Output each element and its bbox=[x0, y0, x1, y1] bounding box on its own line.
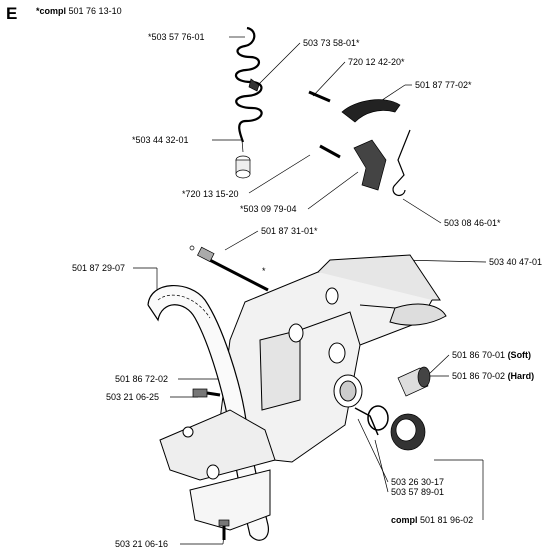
part-label-720131520: *720 13 15-20 bbox=[182, 189, 239, 199]
part-label-501867202: 501 86 72-02 bbox=[115, 374, 169, 384]
assembly-number: 501 76 13-10 bbox=[68, 6, 122, 16]
leader-l9 bbox=[224, 230, 259, 251]
fuel-filter-part bbox=[235, 155, 251, 179]
part-label-501867002: 501 86 70-02 (Hard) bbox=[452, 371, 534, 381]
leader-l2 bbox=[257, 42, 301, 86]
star-marker: * bbox=[262, 266, 266, 276]
leader-l11 bbox=[399, 259, 487, 263]
part-note-soft: (Soft) bbox=[507, 350, 532, 360]
part-number: 501 86 70-01 bbox=[452, 350, 506, 360]
part-prefix-compl: compl bbox=[391, 515, 418, 525]
leader-l17 bbox=[374, 439, 389, 493]
part-label-501877702: 501 87 77-02* bbox=[415, 80, 472, 90]
part-label-720124220: 720 12 42-20* bbox=[348, 57, 405, 67]
leader-l7 bbox=[307, 171, 359, 210]
screw-bottom-part bbox=[218, 519, 230, 540]
grommet-part bbox=[397, 366, 431, 397]
trigger-part bbox=[353, 139, 387, 191]
section-letter: E bbox=[6, 4, 18, 23]
leader-l12 bbox=[427, 354, 450, 376]
handle-bracket-part bbox=[159, 409, 276, 531]
assembly-prefix: *compl bbox=[36, 6, 67, 16]
front-handle-part bbox=[147, 285, 270, 541]
part-label-503210625: 503 21 06-25 bbox=[106, 392, 160, 402]
part-label-503735801: 503 73 58-01* bbox=[303, 38, 360, 48]
part-label-501867001: 501 86 70-01 (Soft) bbox=[452, 350, 531, 360]
part-label-501873101: 501 87 31-01* bbox=[261, 226, 318, 236]
part-number: 501 86 70-02 bbox=[452, 371, 506, 381]
part-label-503097904: *503 09 79-04 bbox=[240, 204, 297, 214]
part-number: 501 81 96-02 bbox=[420, 515, 474, 525]
spring-part bbox=[235, 26, 263, 143]
part-label-503443201: *503 44 32-01 bbox=[132, 135, 189, 145]
leader-l6 bbox=[248, 154, 311, 194]
fuel-cap-part bbox=[354, 405, 426, 451]
choke-rod-part bbox=[189, 245, 269, 292]
part-note-hard: (Hard) bbox=[507, 371, 535, 381]
assembly-label: *compl 501 76 13-10 bbox=[36, 6, 122, 16]
part-label-503578901: 503 57 89-01 bbox=[391, 487, 445, 497]
part-label-503084601: 503 08 46-01* bbox=[444, 218, 501, 228]
part-label-503404701: 503 40 47-01 bbox=[489, 257, 543, 267]
spring-clip-part bbox=[392, 129, 411, 196]
part-label-503263017: 503 26 30-17 bbox=[391, 477, 445, 487]
part-label-503577601: *503 57 76-01 bbox=[148, 32, 205, 42]
pin-upper bbox=[308, 90, 331, 103]
fuel-tank-housing bbox=[219, 254, 447, 463]
leader-l3 bbox=[312, 61, 346, 97]
pin-lower bbox=[319, 144, 341, 159]
throttle-lock-part bbox=[341, 99, 401, 123]
leader-l8 bbox=[402, 198, 442, 224]
part-label-501819602: compl 501 81 96-02 bbox=[391, 515, 473, 525]
part-label-503210616: 503 21 06-16 bbox=[115, 539, 169, 549]
part-label-501872907: 501 87 29-07 bbox=[72, 263, 126, 273]
screw-left-part bbox=[192, 388, 221, 398]
